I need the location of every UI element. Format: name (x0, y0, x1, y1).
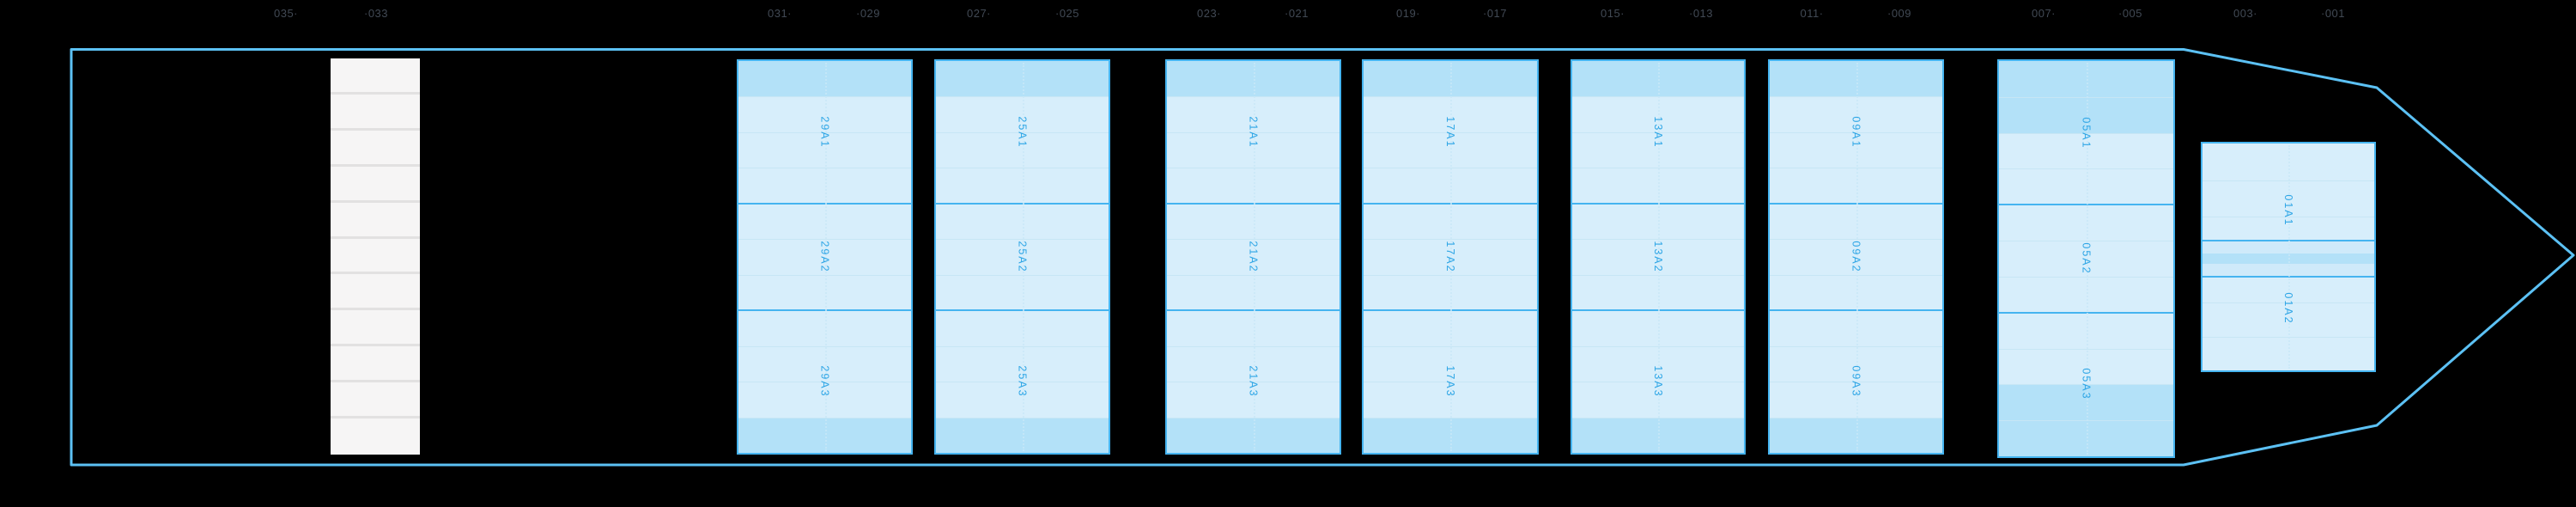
axis-bay-label: 019· (1395, 7, 1421, 20)
bay-05-block[interactable]: 05A1 05A2 05A3 (1997, 59, 2175, 458)
bay-cell-label[interactable]: 13A3 (1652, 365, 1664, 398)
superstructure-row (331, 58, 420, 92)
bay-17-block[interactable]: 17A1 17A2 17A3 (1362, 59, 1539, 455)
axis-bay-label: 035· (273, 7, 299, 20)
bay-cell-label[interactable]: 25A2 (1016, 241, 1029, 273)
bay-cell-label[interactable]: 05A2 (2080, 242, 2093, 275)
bay-cell-label[interactable]: 01A2 (2282, 292, 2294, 325)
axis-bay-label: 015· (1600, 7, 1625, 20)
superstructure-row (331, 382, 420, 417)
superstructure-row (331, 310, 420, 345)
axis-bay-label: 003· (2233, 7, 2258, 20)
bay-cell-label[interactable]: 17A1 (1444, 116, 1456, 149)
axis-bay-label: ·009 (1886, 7, 1912, 20)
bay-cell-label[interactable]: 21A3 (1247, 365, 1260, 398)
superstructure-row (331, 202, 420, 236)
bay-center-dotted-line (1658, 63, 1660, 451)
axis-bay-label: ·021 (1284, 7, 1309, 20)
bay-25-block[interactable]: 25A1 25A2 25A3 (934, 59, 1110, 455)
axis-bay-label: ·033 (363, 7, 389, 20)
bay-cell-label[interactable]: 09A3 (1850, 365, 1862, 398)
axis-bay-label: 007· (2031, 7, 2057, 20)
bay-cell-label[interactable]: 17A3 (1444, 365, 1456, 398)
bay-center-dotted-line (824, 63, 827, 451)
axis-bay-label: 011· (1800, 7, 1824, 20)
superstructure-grid (331, 58, 420, 455)
bay-cell-label[interactable]: 21A1 (1247, 116, 1260, 149)
superstructure-row (331, 274, 420, 308)
bay-center-dotted-line (1856, 63, 1858, 451)
bay-13-block[interactable]: 13A1 13A2 13A3 (1571, 59, 1746, 455)
bay-cell-label[interactable]: 01A1 (2282, 194, 2294, 227)
bay-cell-label[interactable]: 13A2 (1652, 241, 1664, 273)
bay-09-block[interactable]: 09A1 09A2 09A3 (1768, 59, 1944, 455)
bay-21-block[interactable]: 21A1 21A2 21A3 (1165, 59, 1341, 455)
bay-cell-label[interactable]: 21A2 (1247, 241, 1260, 273)
bay-cell-label[interactable]: 25A1 (1016, 116, 1029, 149)
bay-01-block[interactable]: 01A1 01A2 (2201, 142, 2376, 372)
bay-cell-label[interactable]: 05A1 (2080, 117, 2093, 150)
axis-bay-label: ·005 (2117, 7, 2143, 20)
bay-center-dotted-line (2288, 145, 2290, 369)
bay-cell-label[interactable]: 09A1 (1850, 116, 1862, 149)
bay-cell-label[interactable]: 25A3 (1016, 365, 1029, 398)
axis-bay-label: ·025 (1054, 7, 1080, 20)
bay-cell-label[interactable]: 05A3 (2080, 368, 2093, 400)
bay-center-dotted-line (1022, 63, 1024, 451)
bay-center-dotted-line (1450, 63, 1452, 451)
superstructure-row (331, 130, 420, 164)
bay-cell-label[interactable]: 09A2 (1850, 241, 1862, 273)
bay-center-dotted-line (1253, 63, 1255, 451)
superstructure-row (331, 238, 420, 272)
superstructure-row (331, 94, 420, 128)
axis-bay-label: ·013 (1688, 7, 1714, 20)
axis-bay-label: ·029 (855, 7, 881, 20)
bay-cell-label[interactable]: 29A3 (818, 365, 831, 398)
hull-polygon (70, 48, 2575, 467)
axis-bay-label: ·001 (2320, 7, 2346, 20)
bay-29-block[interactable]: 29A1 29A2 29A3 (737, 59, 913, 455)
bay-cell-label[interactable]: 29A2 (818, 241, 831, 273)
axis-bay-label: 031· (767, 7, 793, 20)
bay-cell-label[interactable]: 17A2 (1444, 241, 1456, 273)
superstructure-row (331, 346, 420, 381)
axis-bay-label: 027· (966, 7, 992, 20)
bay-center-dotted-line (2086, 63, 2088, 455)
axis-bay-label: 023· (1196, 7, 1222, 20)
bay-cell-label[interactable]: 29A1 (818, 116, 831, 149)
axis-bay-label: ·017 (1482, 7, 1508, 20)
superstructure-row (331, 166, 420, 200)
superstructure-row (331, 418, 420, 455)
bay-cell-label[interactable]: 13A1 (1652, 116, 1664, 149)
